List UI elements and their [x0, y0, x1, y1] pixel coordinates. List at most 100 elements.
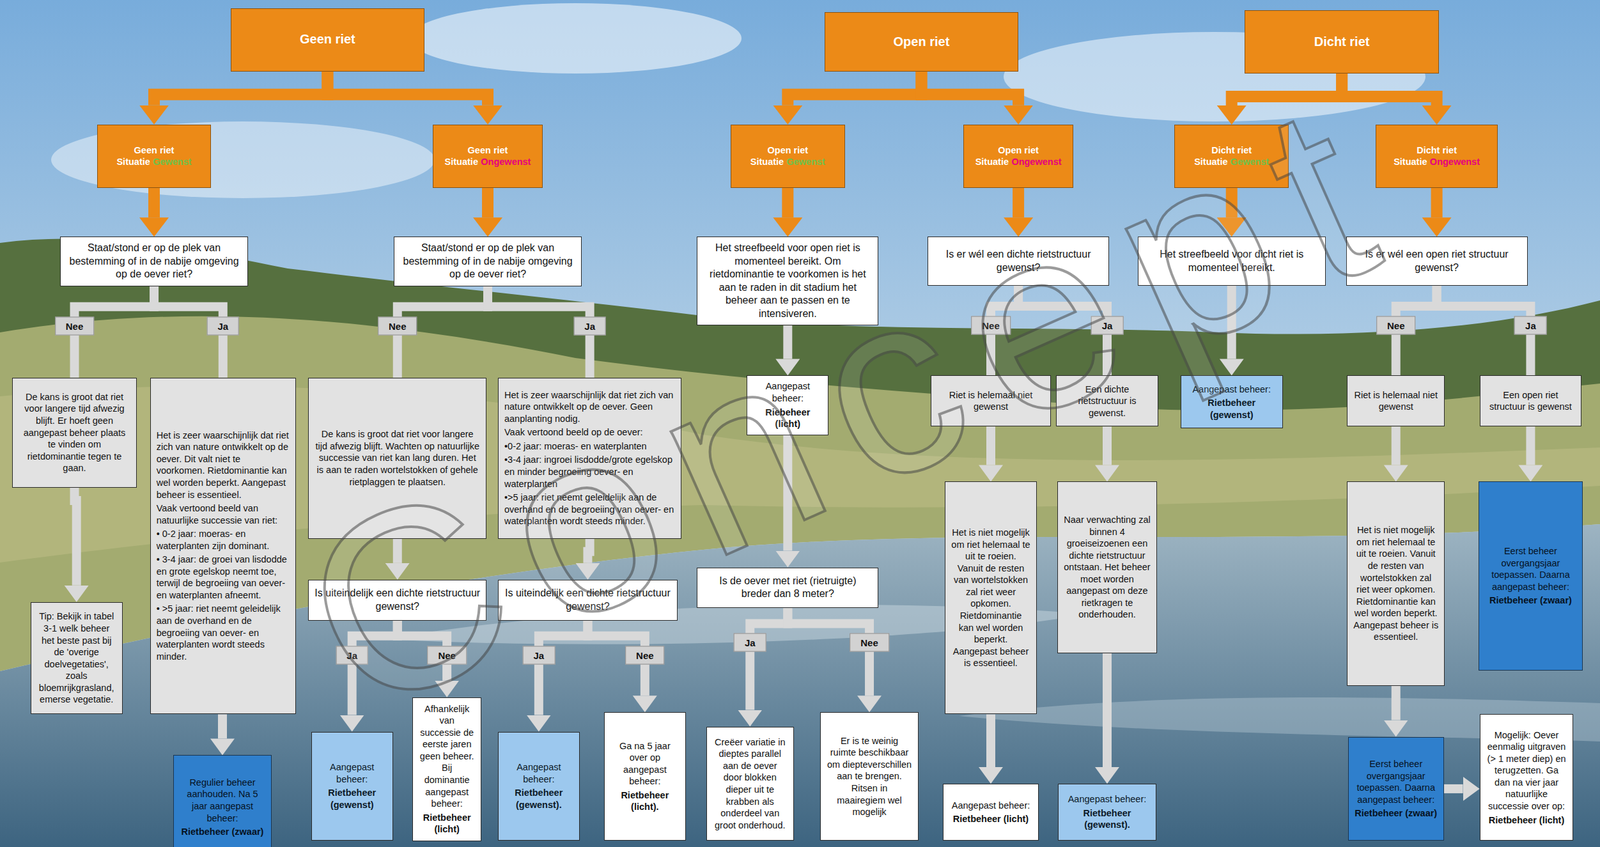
flow-connector [783, 325, 793, 359]
box-text: Het streefbeeld voor dicht riet is momen… [1144, 248, 1320, 275]
question-box: Het streefbeeld voor open riet is moment… [696, 236, 879, 326]
box-text: Rietbeheer (licht) [949, 813, 1033, 826]
question-box: Is uiteindelijk een dichte rietstructuur… [497, 579, 678, 621]
box-text: Ga na 5 jaar over op aangepast beheer: [610, 740, 680, 788]
box-text: Aangepast beheer: [1187, 383, 1277, 396]
text-wrap: De kans is groot dat riet voor langere t… [18, 391, 131, 475]
text-wrap: Geen rietSituatieOngewenst [439, 144, 537, 169]
question-box: Is er wél een open riet structuur gewens… [1346, 236, 1528, 286]
situation-title: Dicht riet [1382, 144, 1492, 157]
text-wrap: Het is zeer waarschijnlijk dat riet zich… [156, 429, 290, 663]
text-wrap: Ga na 5 jaar over op aangepast beheer:Ri… [610, 740, 680, 814]
info-box: Een open riet structuur is gewenst [1479, 375, 1583, 427]
box-text: Het is niet mogelijk om riet helemaal te… [951, 526, 1031, 670]
branch-label: Ja [1091, 315, 1124, 335]
orange-arrow [1341, 73, 1437, 106]
text-wrap: Is er wél een dichte rietstructuur gewen… [933, 248, 1103, 275]
text-wrap: Het is zeer waarschijnlijk dat riet zich… [504, 389, 676, 528]
info-box: Tip: Bekijk in tabel 3-1 welk beheer het… [30, 602, 123, 715]
question-box: Staat/stond er op de plek van bestemming… [60, 236, 249, 286]
flow-connector [986, 426, 996, 465]
orange-arrow [1231, 73, 1342, 106]
text-wrap: Het streefbeeld voor open riet is moment… [703, 241, 872, 321]
box-text: • 3-4 jaar: de groei van lisdodde en gro… [156, 553, 290, 601]
text-wrap: Geen riet [237, 31, 419, 48]
situation-box: Geen rietSituatieGewenst [97, 124, 212, 188]
flow-connector [587, 538, 590, 564]
situation-box: Dicht rietSituatieOngewenst [1375, 124, 1499, 188]
box-text: Riebeheer (licht) [753, 406, 823, 431]
info-box: Riet is helemaal niet gewenst [1346, 375, 1445, 427]
box-text: Is uiteindelijk een dichte rietstructuur… [504, 586, 672, 614]
header-box: Open riet [824, 12, 1019, 72]
box-text: Aangepast beheer: [949, 799, 1033, 812]
flow-connector [74, 487, 77, 586]
situation-status: Situatie [444, 155, 479, 169]
box-text: Rietbeheer (gewenst) [1187, 396, 1277, 421]
box-text: Er is te weinig ruimte beschikbaar om di… [826, 735, 912, 819]
text-wrap: Dicht rietSituatieOngewenst [1382, 144, 1492, 169]
situation-status: Gewenst [786, 155, 825, 169]
box-text: Regulier beheer aanhouden. Na 5 jaar aan… [179, 776, 265, 824]
box-text: •>5 jaar: riet neemt geleidelijk aan de … [504, 491, 676, 528]
box-text: Het is niet mogelijk om riet helemaal te… [1353, 524, 1439, 643]
result-box: Aangepast beheer:Rietbeheer (licht) [942, 783, 1039, 841]
result-box: Er is te weinig ruimte beschikbaar om di… [820, 712, 918, 841]
box-text: Rietbeheer (licht) [418, 811, 476, 836]
flow-connector [538, 620, 589, 716]
box-text: Rietbeheer (licht) [1486, 814, 1568, 827]
box-text: Is de oever met riet (rietruigte) breder… [703, 574, 872, 601]
text-wrap: Eerst beheer overgangsjaar toepassen. Da… [1354, 758, 1438, 820]
flow-connector [1525, 426, 1535, 465]
situation-box: Open rietSituatieOngewenst [963, 124, 1074, 188]
situation-title: Geen riet [439, 144, 537, 157]
branch-label: Nee [377, 316, 418, 335]
box-text: Het is zeer waarschijnlijk dat riet zich… [156, 429, 290, 501]
text-wrap: Het is niet mogelijk om riet helemaal te… [1353, 524, 1439, 643]
situation-box: Open rietSituatieGewenst [730, 124, 846, 188]
branch-label: Nee [54, 316, 95, 335]
flow-connector [1227, 285, 1237, 360]
situation-title: Open riet [969, 144, 1067, 157]
box-text: Afhankelijk van successie de eerste jare… [418, 703, 476, 810]
text-wrap: Aangepast beheer:Rietbeheer (licht) [949, 799, 1033, 826]
situation-box: Dicht rietSituatieGewenst [1174, 124, 1289, 188]
orange-arrow [154, 71, 328, 106]
text-wrap: Riet is helemaal niet gewenst [1353, 389, 1439, 413]
flow-connector [217, 714, 227, 739]
cloud [51, 121, 435, 199]
branch-label: Nee [625, 645, 665, 665]
header-title: Dicht riet [1250, 33, 1432, 51]
branch-label: Nee [970, 315, 1011, 335]
connectors [74, 71, 1531, 789]
situation-status: Situatie [750, 155, 784, 169]
result-box: Aangepast beheer:Rietbeheer (gewenst) [311, 731, 394, 842]
situation-status: Ongewenst [1429, 155, 1480, 169]
box-text: Aangepast beheer: [504, 761, 574, 785]
text-wrap: Afhankelijk van successie de eerste jare… [418, 703, 476, 836]
box-text: Vaak vertoond beeld op de oever: [504, 426, 676, 439]
question-box: Is de oever met riet (rietruigte) breder… [696, 567, 879, 609]
box-text: Het streefbeeld voor open riet is moment… [703, 241, 872, 321]
flow-connector [352, 620, 398, 716]
orange-arrow [921, 71, 1019, 106]
text-wrap: Aangepast beheer:Rietbeheer (gewenst). [1064, 793, 1150, 832]
branch-label: Ja [733, 633, 767, 653]
box-text: Riet is helemaal niet gewenst [937, 389, 1045, 413]
box-text: Creëer variatie in dieptes parallel aan … [712, 736, 788, 832]
text-wrap: Creëer variatie in dieptes parallel aan … [712, 736, 788, 832]
flow-connector [1102, 426, 1112, 465]
orange-arrow [148, 187, 160, 218]
info-box: De kans is groot dat riet voor langere t… [12, 377, 137, 488]
orange-arrow [1012, 187, 1025, 218]
branch-label: Ja [206, 316, 240, 335]
box-text: Staat/stond er op de plek van bestemming… [66, 241, 242, 281]
box-text: Eerst beheer overgangsjaar toepassen. Da… [1354, 758, 1438, 806]
text-wrap: Geen rietSituatieGewenst [103, 144, 206, 169]
situation-title: Dicht riet [1180, 144, 1283, 157]
text-wrap: Is de oever met riet (rietruigte) breder… [703, 574, 872, 601]
box-text: Rietbeheer (zwaar) [1484, 594, 1577, 607]
result-box: Aangepast beheer:Rietbeheer (gewenst). [497, 731, 580, 842]
text-wrap: Open rietSituatieGewenst [737, 144, 839, 169]
result-box: Aangepast beheer:Rietbeheer (gewenst). [1057, 783, 1156, 841]
